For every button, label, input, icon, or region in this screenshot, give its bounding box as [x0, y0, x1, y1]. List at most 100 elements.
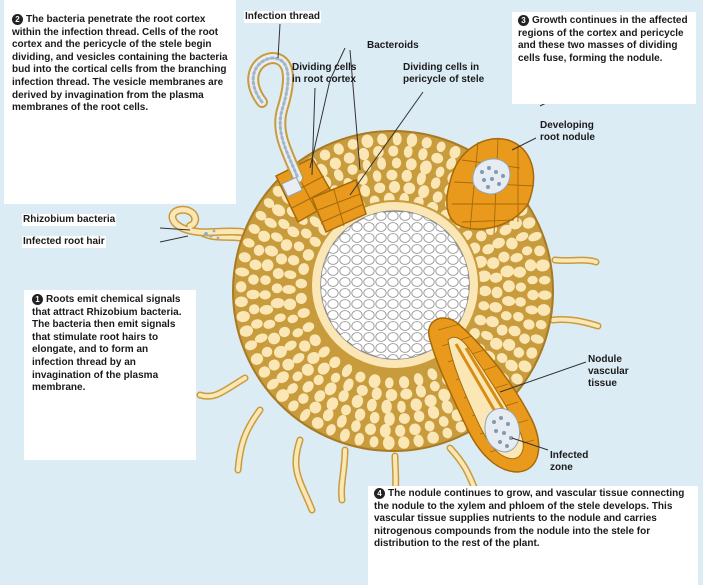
stele-cell: [436, 245, 446, 254]
stele-cell: [412, 333, 422, 342]
stele-cell: [400, 311, 410, 320]
stele-cell: [424, 267, 434, 276]
stele-cell: [424, 311, 434, 320]
stele-cell: [388, 289, 398, 298]
stele-cell: [340, 256, 350, 265]
step-4-text: The nodule continues to grow, and vascul…: [374, 488, 684, 549]
stele-cell: [340, 267, 350, 276]
stele-cell: [400, 289, 410, 298]
step-3-textbox: 3Growth continues in the affected region…: [512, 12, 696, 104]
step-1-textbox: 1Roots emit chemical signals that attrac…: [24, 290, 196, 460]
stele-cell: [340, 311, 350, 320]
stele-cell: [448, 278, 458, 287]
stele-cell: [400, 267, 410, 276]
label-infected-root-hair: Infected root hair: [22, 236, 106, 248]
stele-cell: [388, 234, 398, 243]
stele-cell: [436, 278, 446, 287]
step-3-number-badge: 3: [518, 15, 529, 26]
stele-cell: [460, 278, 470, 287]
stele-cell: [448, 311, 458, 320]
stele-cell: [364, 234, 374, 243]
stele-cell: [340, 234, 350, 243]
stele-cell: [352, 278, 362, 287]
stele-cell: [436, 289, 446, 298]
stele-cell: [424, 256, 434, 265]
stele-cell: [364, 267, 374, 276]
stele-cell: [352, 289, 362, 298]
stele-cell: [376, 245, 386, 254]
stele-cell: [340, 278, 350, 287]
stele-cell: [388, 212, 398, 221]
stele-cell: [400, 278, 410, 287]
stele-cell: [364, 344, 374, 353]
stele-cell: [436, 300, 446, 309]
stele-cell: [400, 223, 410, 232]
stele-cell: [424, 223, 434, 232]
stele-cell: [448, 245, 458, 254]
stele-cell: [412, 278, 422, 287]
stele-cell: [328, 300, 338, 309]
stele-cell: [424, 300, 434, 309]
stele-cell: [364, 289, 374, 298]
stele-cell: [448, 300, 458, 309]
stele-cell: [352, 234, 362, 243]
stele-cell: [412, 256, 422, 265]
stele-cell: [376, 333, 386, 342]
stele-cell: [388, 267, 398, 276]
label-infected-zone: Infected zone: [550, 450, 588, 474]
stele-cell: [328, 311, 338, 320]
stele-cell: [352, 256, 362, 265]
stele-cell: [352, 245, 362, 254]
stele-cell: [424, 245, 434, 254]
stele-cell: [448, 256, 458, 265]
stele-cell: [400, 212, 410, 221]
stele-cell: [388, 245, 398, 254]
label-bacteroids: Bacteroids: [367, 40, 419, 52]
step-1-number-badge: 1: [32, 294, 43, 305]
stele-cell: [352, 311, 362, 320]
stele-cell: [352, 333, 362, 342]
stele-cell: [328, 267, 338, 276]
stele-cell: [400, 234, 410, 243]
stele-cell: [352, 223, 362, 232]
infected-root-hair: [172, 210, 242, 240]
stele-cell: [376, 223, 386, 232]
stele-cell: [340, 322, 350, 331]
stele-cell: [328, 278, 338, 287]
step-2-text: The bacteria penetrate the root cortex w…: [12, 14, 228, 113]
stele-cell: [412, 300, 422, 309]
label-dividing-pericycle: Dividing cells in pericycle of stele: [403, 62, 484, 86]
stele-cell: [448, 267, 458, 276]
stele-cell: [376, 300, 386, 309]
stele-cell: [352, 300, 362, 309]
stele-cell: [412, 311, 422, 320]
stele-cell: [364, 322, 374, 331]
step-1-text: Roots emit chemical signals that attract…: [32, 294, 181, 393]
step-4-textbox: 4The nodule continues to grow, and vascu…: [368, 486, 698, 585]
stele-cell: [388, 311, 398, 320]
stele-cell: [340, 289, 350, 298]
stele-cell: [400, 256, 410, 265]
stele-cell: [436, 256, 446, 265]
stele-cell: [412, 322, 422, 331]
cortex-cell: [388, 146, 398, 157]
stele-cell: [364, 333, 374, 342]
stele-cell: [424, 278, 434, 287]
stele-cell: [364, 311, 374, 320]
step-4-number-badge: 4: [374, 488, 385, 499]
stele-cell: [364, 223, 374, 232]
stele-cell: [340, 245, 350, 254]
stele-cell: [376, 234, 386, 243]
stele-cell: [376, 267, 386, 276]
stele-cell: [400, 333, 410, 342]
stele-cell: [376, 289, 386, 298]
stele-cell: [412, 289, 422, 298]
stele-cell: [412, 344, 422, 353]
stele-cell: [340, 300, 350, 309]
label-nodule-vascular-tissue: Nodule vascular tissue: [588, 354, 629, 390]
stele-cell: [388, 223, 398, 232]
step-2-textbox: 2The bacteria penetrate the root cortex …: [4, 0, 236, 204]
stele-cell: [388, 278, 398, 287]
stele-cell: [400, 245, 410, 254]
